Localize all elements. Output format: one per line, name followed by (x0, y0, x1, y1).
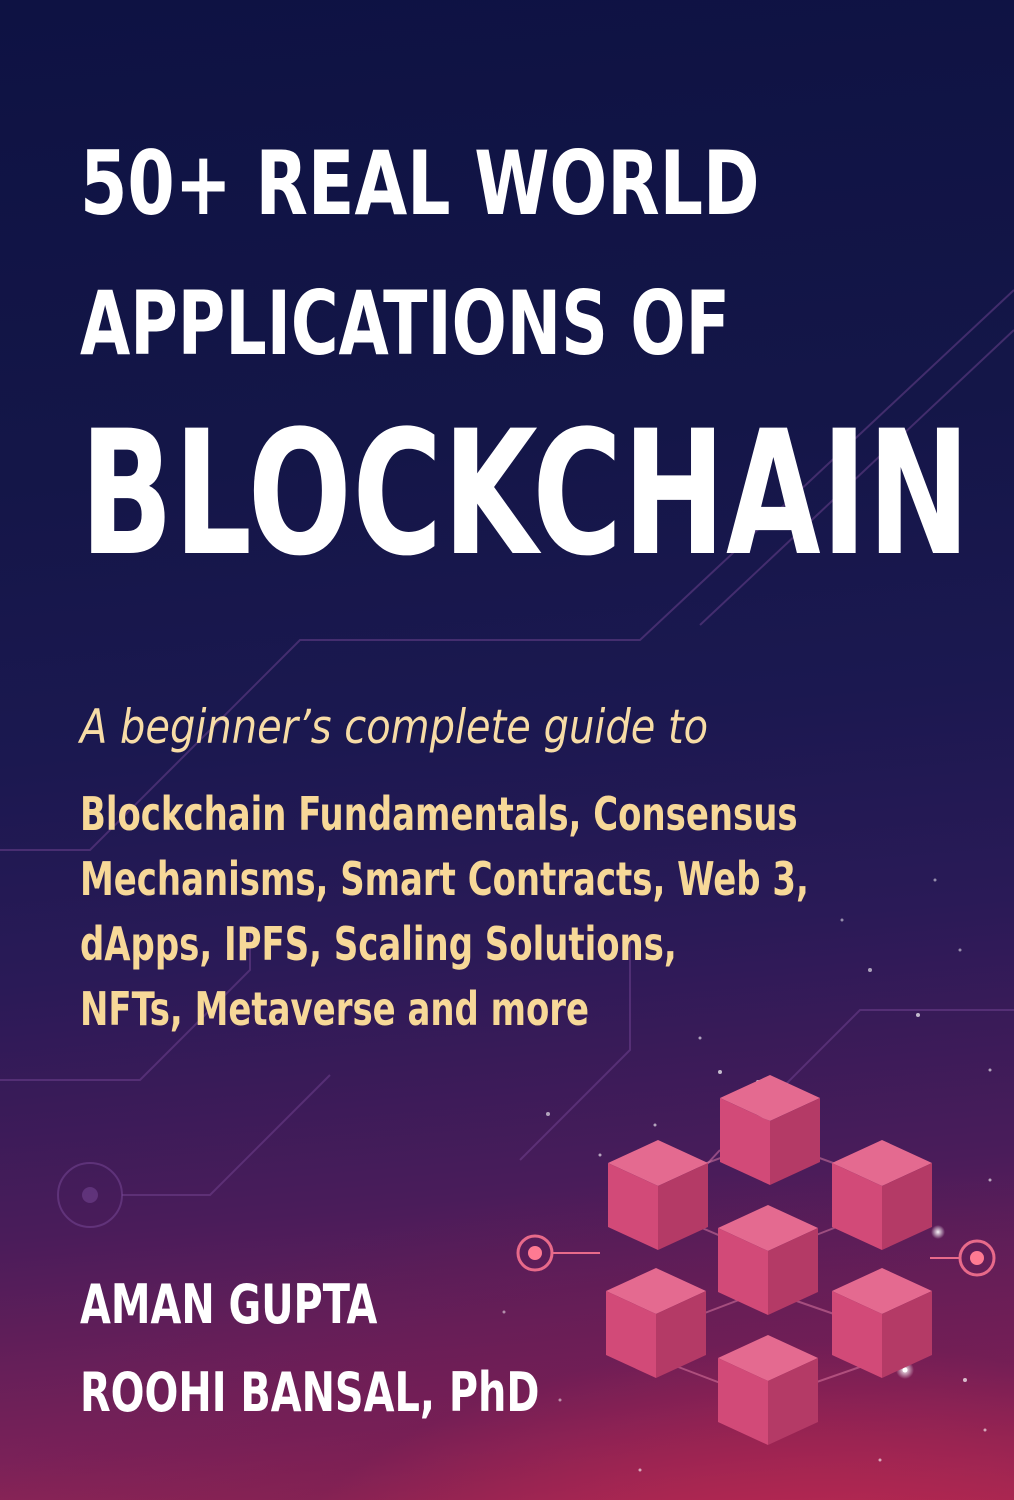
title-line-3: BLOCKCHAIN (80, 393, 971, 594)
subtitle-intro: A beginner’s complete guide to (80, 700, 709, 755)
circuit-node-icon (516, 1234, 996, 1277)
author-name: ROOHI BANSAL, PhD (80, 1361, 540, 1424)
topics-line: Blockchain Fundamentals, Consensus (80, 787, 798, 841)
cube-upper-left (608, 1140, 708, 1250)
circuit-line-icon (0, 289, 1014, 1228)
cube-bottom (718, 1335, 818, 1445)
subtitle-topics: Blockchain Fundamentals, Consensus Mecha… (80, 782, 969, 1042)
author-name: AMAN GUPTA (80, 1273, 378, 1336)
cube-top (720, 1075, 820, 1185)
cube-lower-left (606, 1268, 706, 1378)
title-line-1: 50+ REAL WORLD (80, 132, 760, 235)
cube-cluster-icon (606, 1075, 932, 1445)
topics-line: Mechanisms, Smart Contracts, Web 3, (80, 852, 809, 906)
cube-upper-right (832, 1140, 932, 1250)
cube-lower-right (832, 1268, 932, 1378)
topics-line: NFTs, Metaverse and more (80, 982, 590, 1036)
topics-line: dApps, IPFS, Scaling Solutions, (80, 917, 677, 971)
cube-center (718, 1205, 818, 1315)
title-line-2: APPLICATIONS OF (80, 272, 730, 375)
